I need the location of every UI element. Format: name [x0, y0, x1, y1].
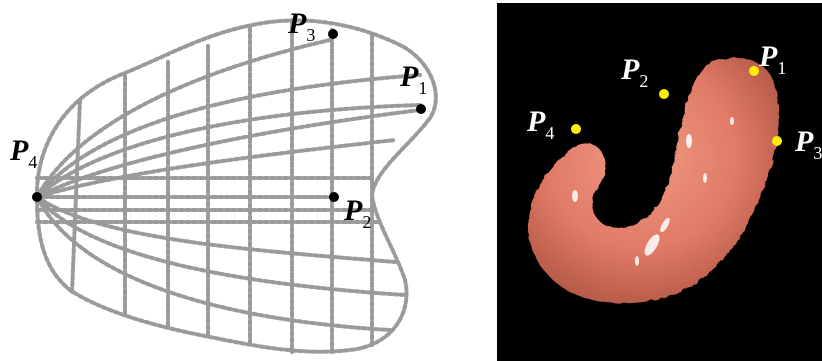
label-p2: P2 — [343, 194, 371, 232]
organ-shape — [528, 57, 779, 304]
organ-render-panel: P1 P2 P4 P3 — [497, 3, 822, 361]
point-p4-marker — [32, 192, 42, 202]
organ-point-p3-marker — [772, 136, 782, 146]
mesh-vline — [70, 98, 82, 294]
mesh-fan-line — [35, 108, 422, 199]
label-p4: P4 — [9, 134, 37, 172]
organ-point-p1-marker — [749, 66, 759, 76]
mesh-fan-line — [35, 195, 392, 332]
mesh-fan-line — [35, 38, 332, 199]
organ-label-p4: P4 — [526, 105, 554, 143]
mesh-lines — [34, 18, 438, 354]
organ-svg: P1 P2 P4 P3 — [526, 40, 822, 304]
organ-label-p2: P2 — [620, 53, 648, 91]
mesh-fan-line — [35, 73, 422, 199]
mesh-fan-line — [35, 195, 407, 297]
organ-point-p4-marker — [571, 124, 581, 134]
point-p3-marker — [328, 29, 338, 39]
mesh-diagram: P3 P1 P4 P2 — [9, 7, 438, 354]
mesh-fan-line — [35, 195, 397, 264]
mesh-fan-line — [35, 138, 397, 199]
point-p2-marker — [329, 192, 339, 202]
organ-highlights — [572, 117, 734, 266]
organ-label-p1: P1 — [758, 40, 786, 78]
point-p1-marker — [416, 104, 426, 114]
mesh-outline — [34, 18, 438, 354]
mesh-svg: P3 P1 P4 P2 — [9, 7, 438, 354]
mesh-fan-line — [35, 103, 422, 199]
label-p1: P1 — [399, 60, 427, 98]
organ-label-p3: P3 — [794, 125, 822, 163]
organ-point-p2-marker — [659, 89, 669, 99]
label-p3: P3 — [287, 7, 315, 45]
